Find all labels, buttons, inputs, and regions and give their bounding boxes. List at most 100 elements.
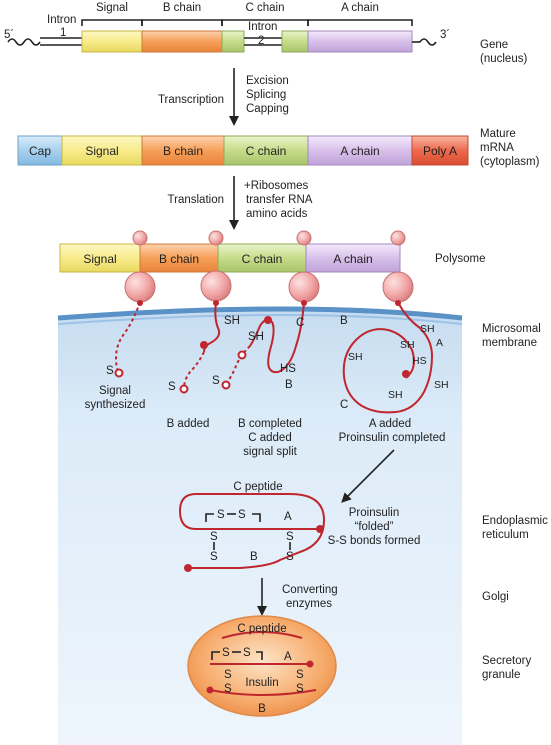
mrna-b-chain-label: B chain xyxy=(163,144,203,158)
gene-c-chain-exon-1 xyxy=(221,30,245,53)
stage1-caption-2: synthesized xyxy=(85,399,146,411)
intron1-label: Intron xyxy=(47,14,76,26)
peptide-end-bead xyxy=(316,525,324,533)
signal-peptide-chain xyxy=(183,351,205,389)
polysome-b-chain-label: B chain xyxy=(159,252,199,266)
mrna-poly-a xyxy=(411,135,469,166)
er-note-1: Proinsulin xyxy=(349,507,400,519)
polysome-side-label: Polysome xyxy=(435,253,486,265)
er-proinsulin: C peptide S S A S S S S B Proinsulin “fo… xyxy=(178,481,548,572)
stage2-sh-label: SH xyxy=(224,315,240,327)
disulfide-bracket-right xyxy=(256,651,263,660)
membrane-inner-edge xyxy=(57,314,463,325)
granule-b-label: B xyxy=(258,703,266,715)
peptide-end-bead xyxy=(206,686,214,694)
peptide-bead xyxy=(264,316,272,324)
granule-s-left: S xyxy=(222,647,230,659)
polysome-c-chain xyxy=(217,243,307,273)
b-c-chain-peptide xyxy=(249,301,305,374)
intron2-number: 2 xyxy=(258,35,264,47)
gene-side-label: Gene xyxy=(480,39,508,51)
stage4-caption-1: A added xyxy=(369,418,411,430)
gene-a-chain-label: A chain xyxy=(341,2,379,14)
granule-c-peptide xyxy=(221,631,303,639)
peptide-anchor-dot xyxy=(137,300,143,306)
peptide-end-bead xyxy=(221,380,231,390)
stage-b-completed: C SH S HS B B completed C added signal s… xyxy=(212,300,307,458)
stage1-s-label: S xyxy=(106,365,114,377)
stage3-b-label: B xyxy=(285,379,293,391)
peptide-end-bead xyxy=(114,368,124,378)
er-s-v1: S xyxy=(210,531,218,543)
stage4-b-label: B xyxy=(340,315,348,327)
gene-3prime-label: 3´ xyxy=(440,29,450,41)
gene-signal-exon xyxy=(81,30,143,53)
peptide-end-bead xyxy=(179,384,189,394)
stage3-c-label: C xyxy=(296,317,304,329)
gene-b-chain-exon xyxy=(141,30,223,53)
granule-body xyxy=(187,615,337,717)
trna-label: transfer RNA xyxy=(246,194,313,206)
intron2-label: Intron xyxy=(248,21,277,33)
stage3-sh-label: SH xyxy=(248,331,264,343)
mrna-side-label-1: Mature xyxy=(480,128,516,140)
polysome-b-chain xyxy=(139,243,219,273)
peptide-anchor-dot xyxy=(395,300,401,306)
golgi-step: Converting enzymes Golgi xyxy=(257,578,509,616)
translation-label: Translation xyxy=(168,194,224,206)
mrna-poly-a-label: Poly A xyxy=(423,144,457,158)
gene-c-chain-label: C chain xyxy=(246,2,285,14)
enzymes-label: enzymes xyxy=(286,598,332,610)
stage4-hs-label: HS xyxy=(412,355,427,367)
a-chain-bracket xyxy=(307,19,413,26)
peptide-end-bead xyxy=(306,660,314,668)
stage-a-added: B SH A SH SH HS SH SH C A added Proinsul… xyxy=(339,300,449,444)
gene-b-chain-label: B chain xyxy=(163,2,201,14)
stage4-sh-c: SH xyxy=(348,351,363,363)
ribosome-small-subunit xyxy=(208,230,224,246)
granule-s-v3: S xyxy=(296,669,304,681)
stage3-hs-label: HS xyxy=(280,363,296,375)
membrane-side-label-1: Microsomal xyxy=(482,323,541,335)
mrna-c-chain-label: C chain xyxy=(246,144,287,158)
secretory-granule: C peptide S S A S S S S Insulin B Secret… xyxy=(187,615,531,717)
gene-side-label-2: (nucleus) xyxy=(480,53,527,65)
ribosome-large-subunit xyxy=(288,271,320,303)
er-c-peptide-label: C peptide xyxy=(233,481,282,493)
gene-5prime-label: 5´ xyxy=(4,29,14,41)
gene-row: 5´ Intron 1 Intron 2 3´ Signal B chain C… xyxy=(4,2,527,65)
stage2-s-label: S xyxy=(168,381,176,393)
signal-bracket xyxy=(81,19,143,26)
mrna-side-label-2: mRNA xyxy=(480,142,514,154)
peptide-bead xyxy=(237,350,247,360)
stage3-s-label: S xyxy=(212,375,220,387)
granule-s-v4: S xyxy=(296,683,304,695)
to-er-arrow xyxy=(341,449,395,503)
mrna-a-chain-label: A chain xyxy=(340,144,379,158)
er-a-label: A xyxy=(284,511,292,523)
granule-s-v2: S xyxy=(224,683,232,695)
stage1-caption-1: Signal xyxy=(99,385,131,397)
gene-3prime-squiggle xyxy=(419,38,437,46)
gene-a-chain-exon xyxy=(307,30,413,53)
granule-a-label: A xyxy=(284,651,292,663)
capping-label: Capping xyxy=(246,103,289,115)
mrna-signal-label: Signal xyxy=(85,144,118,158)
microsomal-membrane xyxy=(57,306,463,321)
peptide-bead xyxy=(200,341,208,349)
er-s-right: S xyxy=(238,509,246,521)
stage4-sh-e: SH xyxy=(388,389,403,401)
ribosome-large-subunit xyxy=(200,270,232,302)
er-side-label-2: reticulum xyxy=(482,529,529,541)
er-s-v3: S xyxy=(286,531,294,543)
mrna-cap-label: Cap xyxy=(29,144,51,158)
mrna-cap xyxy=(17,135,63,166)
transcription-label: Transcription xyxy=(158,94,224,106)
proinsulin-peptide xyxy=(342,301,434,414)
transcription-step: Transcription Excision Splicing Capping xyxy=(158,68,289,126)
er-s-left: S xyxy=(217,509,225,521)
stage4-sh-a: SH xyxy=(420,323,435,335)
stage2-caption: B added xyxy=(167,418,210,430)
er-s-v4: S xyxy=(286,551,294,563)
amino-acids-label: amino acids xyxy=(246,208,308,220)
